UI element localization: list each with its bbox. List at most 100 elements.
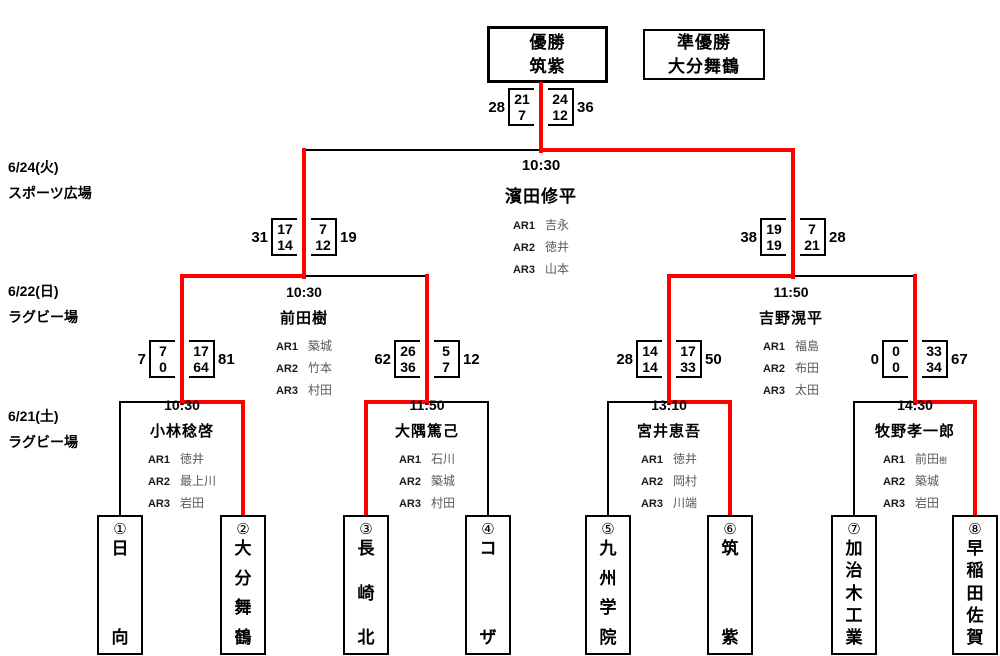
score-qf2-left: 62 26 36 (374, 340, 420, 378)
score-final-right: 24 12 36 (548, 88, 594, 126)
team-name: 日向 (112, 540, 129, 647)
team-seed: ⑥ (723, 521, 737, 538)
ar-label: AR2 (640, 476, 663, 488)
score-qf4-left: 0 0 0 (871, 340, 908, 378)
score-total: 38 (740, 228, 757, 246)
ar-name: 築城 (430, 474, 455, 488)
runner-up-label: 準優勝 (677, 32, 731, 52)
score-total: 12 (463, 350, 480, 368)
team-seed: ⑤ (601, 521, 615, 538)
ar-name: 築城 (307, 339, 332, 353)
team-seed: ③ (359, 521, 373, 538)
winner-path-qf3-horizontal (667, 400, 732, 404)
winner-path-qf2-horizontal (364, 400, 429, 404)
score-half2: 21 (804, 237, 820, 253)
score-total: 28 (616, 350, 633, 368)
ar-name: 徳井 (544, 240, 569, 254)
team-name-char: 工 (845, 605, 863, 625)
connector-qf1-left (119, 401, 121, 516)
score-half1: 17 (277, 221, 293, 237)
ar-name: 前田 (914, 452, 939, 466)
team-name-char: ザ (479, 628, 497, 647)
winner-path-sf1-horizontal (180, 274, 306, 278)
team-seed: ④ (481, 521, 495, 538)
ar-label: AR1 (512, 220, 535, 232)
score-halves: 21 7 (508, 88, 534, 126)
ar-label: AR2 (762, 363, 785, 375)
team-name-char: 治 (845, 561, 863, 581)
match-referee: 濱田修平 (505, 187, 577, 206)
round-venue-quarterfinal: ラグビー場 (8, 434, 78, 450)
team-name: 早稲田佐賀 (967, 540, 984, 647)
team-name-char: 早 (966, 539, 984, 558)
ar-name: 最上川 (179, 474, 216, 488)
winner-path-qf1-drop (241, 400, 245, 517)
score-half1: 17 (193, 343, 209, 359)
score-half1: 26 (400, 343, 416, 359)
team-name-char: 稲 (966, 561, 984, 581)
ar-label: AR2 (275, 363, 298, 375)
score-qf2-right: 5 7 12 (434, 340, 480, 378)
match-time: 14:30 (897, 397, 933, 413)
score-total: 19 (340, 228, 357, 246)
team-box-3: ③ 長崎北 (343, 515, 389, 655)
score-sf1-left: 31 17 14 (251, 218, 297, 256)
winner-path-qf1-horizontal (180, 400, 245, 404)
team-name-char: 賀 (966, 628, 984, 647)
ar-name: 村田 (307, 383, 332, 397)
team-name: 長崎北 (358, 540, 375, 647)
team-name-char: 院 (599, 627, 617, 647)
team-name-char: 佐 (966, 605, 984, 625)
team-box-7: ⑦ 加治木工業 (831, 515, 877, 655)
score-halves: 17 14 (271, 218, 297, 256)
team-name-char: 紫 (721, 628, 739, 647)
score-half2: 0 (159, 359, 167, 375)
score-qf1-right: 17 64 81 (189, 340, 235, 378)
runner-up-box: 準優勝 大分舞鶴 (643, 29, 765, 80)
ar-label: AR1 (640, 454, 663, 466)
score-qf1-left: 7 7 0 (138, 340, 175, 378)
team-name: コザ (480, 540, 497, 647)
team-name-char: 田 (966, 583, 984, 603)
connector-qf4-left (853, 401, 855, 516)
score-qf3-left: 28 14 14 (616, 340, 662, 378)
winner-path-sf1-left-entry (180, 274, 184, 405)
ar-label: AR2 (398, 476, 421, 488)
score-sf1-right: 7 12 19 (311, 218, 357, 256)
score-half2: 0 (892, 359, 900, 375)
score-half1: 7 (808, 221, 816, 237)
team-name-char: 木 (845, 583, 863, 603)
score-half2: 19 (766, 237, 782, 253)
ar-name: 築城 (914, 474, 939, 488)
score-total: 81 (218, 350, 235, 368)
team-name-char: 長 (357, 539, 375, 558)
score-half2: 7 (518, 107, 526, 123)
winner-path-qf4-horizontal (913, 400, 977, 404)
ar-name: 徳井 (672, 452, 697, 466)
winner-path-final-right-entry (791, 148, 795, 279)
score-total: 28 (488, 98, 505, 116)
score-total: 0 (870, 350, 879, 368)
score-total: 7 (137, 350, 146, 368)
score-qf4-right: 33 34 67 (922, 340, 968, 378)
ar-label: AR3 (275, 385, 298, 397)
ar-label: AR1 (762, 341, 785, 353)
match-referee: 宮井恵吾 (636, 423, 701, 440)
score-halves: 7 12 (311, 218, 337, 256)
score-half2: 7 (442, 359, 450, 375)
score-halves: 17 64 (189, 340, 215, 378)
team-name-char: 崎 (357, 583, 375, 603)
team-name-char: コ (479, 539, 497, 558)
score-half1: 19 (766, 221, 782, 237)
score-half2: 14 (642, 359, 658, 375)
score-total: 50 (705, 350, 722, 368)
score-halves: 5 7 (434, 340, 460, 378)
score-halves: 17 33 (676, 340, 702, 378)
